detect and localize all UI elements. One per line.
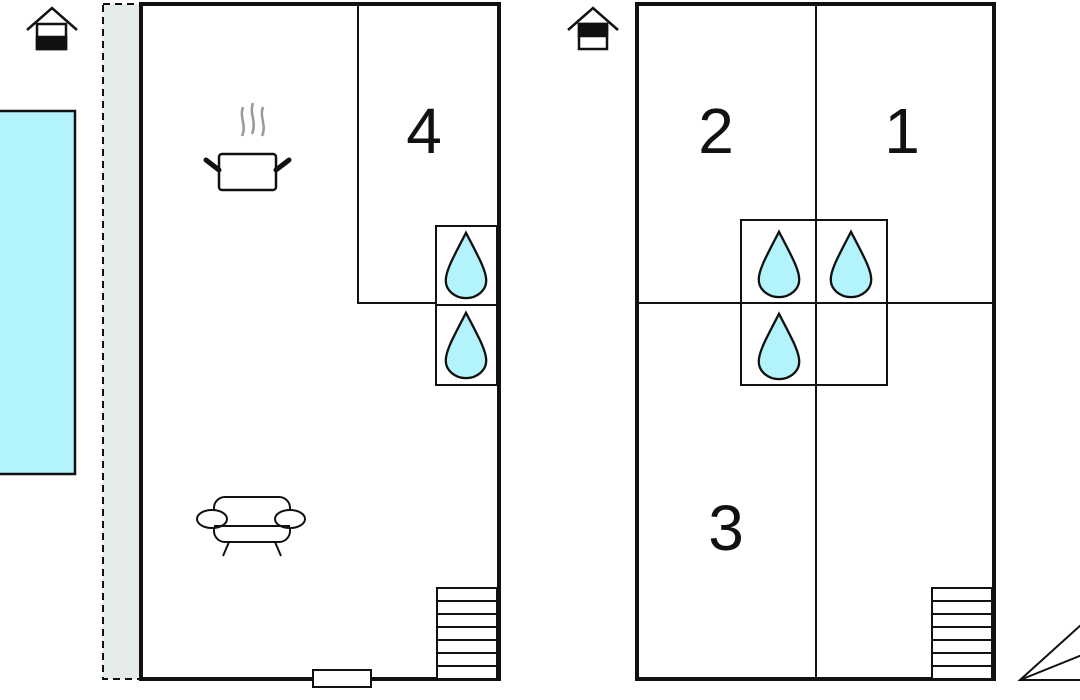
terrace [102,3,141,680]
sofa-icon [196,496,306,557]
ground-floor: 4 [26,2,501,688]
floor-level-ground-icon [26,6,78,51]
room-label-2: 2 [698,95,734,167]
floor-level-upper-icon [567,6,619,51]
pool [0,109,77,476]
cooking-pot-icon [203,102,292,192]
entrance-door [312,669,372,688]
upper-floor: 2 1 3 [567,2,996,681]
stairs-icon [931,587,993,680]
bedroom-4-walls [357,4,436,304]
compass-icon [1017,624,1080,681]
room-label-1: 1 [884,95,920,167]
ground-bathrooms [435,225,498,386]
upper-bathrooms [740,219,888,386]
room-label-3: 3 [708,492,744,564]
stairs-icon [436,587,498,680]
room-label-4: 4 [406,95,442,167]
